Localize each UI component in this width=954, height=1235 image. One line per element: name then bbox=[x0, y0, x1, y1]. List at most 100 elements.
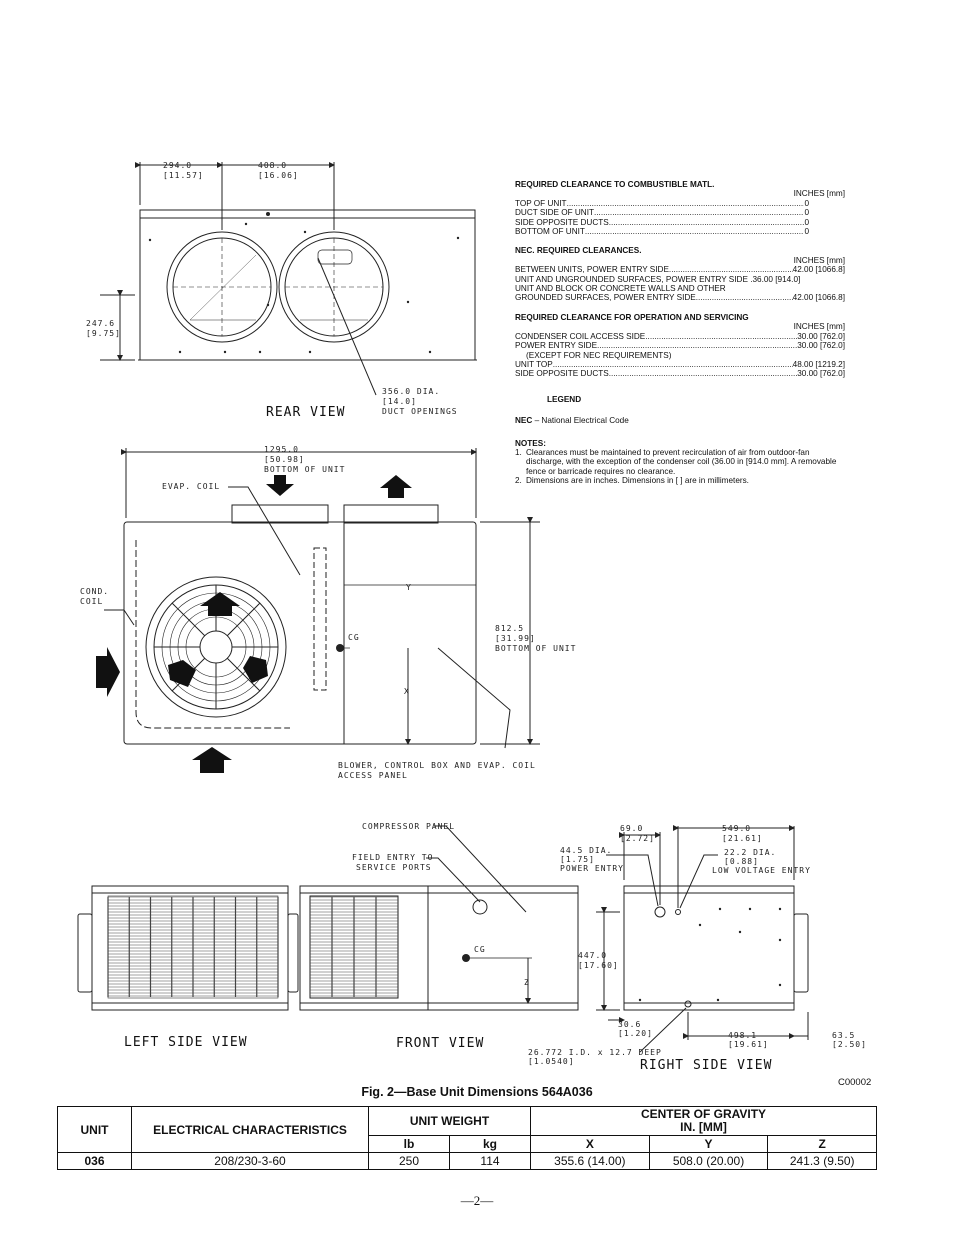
clearance-value: 0 bbox=[804, 217, 809, 227]
operation-label: SIDE OPPOSITE DUCTS bbox=[515, 369, 609, 379]
dim-445-mm: [1.75] bbox=[560, 855, 595, 864]
header-weight: UNIT WEIGHT bbox=[368, 1106, 531, 1136]
dim-498: 498.1 bbox=[728, 1031, 757, 1040]
clearance-row: BOTTOM OF UNIT0 bbox=[515, 227, 809, 236]
access-panel-label: BLOWER, CONTROL BOX AND EVAP. COIL bbox=[338, 761, 536, 770]
front-grille-lines bbox=[309, 896, 399, 997]
cell-kg: 114 bbox=[449, 1152, 531, 1170]
header-lb: lb bbox=[368, 1135, 450, 1153]
top-dim-width-note: BOTTOM OF UNIT bbox=[264, 465, 345, 474]
clearance-row: TOP OF UNIT0 bbox=[515, 199, 809, 208]
legend-entry: NEC – National Electrical Code bbox=[515, 416, 845, 425]
note-number: 1. bbox=[515, 447, 522, 457]
header-x: X bbox=[530, 1135, 650, 1153]
operation-row: SIDE OPPOSITE DUCTS 30.00 [762.0] bbox=[515, 369, 845, 378]
duct-dia-mm-label: [14.0] bbox=[382, 397, 417, 406]
table-row: 036 208/230-3-60 250 114 355.6 (14.00) 5… bbox=[57, 1152, 877, 1170]
notes-block: NOTES: 1. Clearances must be maintained … bbox=[515, 439, 845, 486]
evap-coil-label: EVAP. COIL bbox=[162, 482, 220, 491]
combustible-unit: INCHES [mm] bbox=[793, 189, 845, 199]
cg-marker-front bbox=[462, 954, 470, 962]
nec-label: BETWEEN UNITS, POWER ENTRY SIDE bbox=[515, 265, 669, 275]
dim-445: 44.5 DIA. bbox=[560, 846, 612, 855]
top-dim-height: 812.5 bbox=[495, 624, 524, 633]
dim-498-mm: [19.61] bbox=[728, 1040, 769, 1049]
top-dim-width-mm: [50.98] bbox=[264, 455, 305, 464]
left-side-view bbox=[77, 885, 299, 1011]
dim-306: 30.6 bbox=[618, 1020, 641, 1029]
clearance-label: SIDE OPPOSITE DUCTS bbox=[515, 217, 609, 227]
top-x-label: X bbox=[404, 687, 410, 696]
header-z: Z bbox=[767, 1135, 877, 1153]
top-view bbox=[104, 448, 540, 749]
figure-caption: Fig. 2—Base Unit Dimensions 564A036 bbox=[361, 1085, 593, 1099]
right-side-holes bbox=[638, 907, 782, 1002]
note-item: 1. Clearances must be maintained to prev… bbox=[515, 448, 845, 476]
header-cog-label: CENTER OF GRAVITY bbox=[640, 1107, 767, 1121]
field-entry-label-2: SERVICE PORTS bbox=[356, 863, 432, 872]
operation-row: POWER ENTRY SIDE 30.00 [762.0] bbox=[515, 341, 845, 350]
operation-label: POWER ENTRY SIDE bbox=[515, 341, 598, 351]
left-side-title: LEFT SIDE VIEW bbox=[124, 1035, 248, 1050]
dim-69-mm: [2.72] bbox=[620, 834, 655, 843]
nec-value: 42.00 [1066.8] bbox=[792, 293, 845, 303]
note-item: 2. Dimensions are in inches. Dimensions … bbox=[515, 476, 845, 485]
combustible-heading: REQUIRED CLEARANCE TO COMBUSTIBLE MATL. bbox=[515, 180, 715, 189]
dim-635: 63.5 bbox=[832, 1031, 855, 1040]
legend-definition: – National Electrical Code bbox=[532, 416, 629, 426]
rear-dim-294-mm: [11.57] bbox=[163, 171, 204, 180]
cg-marker-top bbox=[336, 644, 344, 652]
rear-dim-294: 294.0 bbox=[163, 161, 192, 170]
clearances-block: REQUIRED CLEARANCE TO COMBUSTIBLE MATL. … bbox=[515, 180, 845, 486]
operation-value: 48.00 [1219.2] bbox=[792, 359, 845, 369]
cell-unit: 036 bbox=[57, 1152, 132, 1170]
page-number: —2— bbox=[460, 1193, 494, 1208]
cell-x: 355.6 (14.00) bbox=[530, 1152, 650, 1170]
notes-heading: NOTES: bbox=[515, 438, 546, 448]
operation-value: 30.00 [762.0] bbox=[797, 369, 845, 379]
cell-electrical: 208/230-3-60 bbox=[131, 1152, 369, 1170]
operation-row: UNIT TOP 48.00 [1219.2] bbox=[515, 360, 845, 369]
compressor-panel-label: COMPRESSOR PANEL bbox=[362, 822, 455, 831]
left-grille-lines bbox=[107, 896, 279, 997]
operation-unit: INCHES [mm] bbox=[793, 322, 845, 332]
cell-y: 508.0 (20.00) bbox=[648, 1152, 769, 1170]
header-y: Y bbox=[648, 1135, 769, 1153]
operation-row: CONDENSER COIL ACCESS SIDE30.00 [762.0] bbox=[515, 332, 845, 341]
note-text: Dimensions are in inches. Dimensions in … bbox=[526, 476, 749, 486]
clearance-label: DUCT SIDE OF UNIT bbox=[515, 208, 594, 218]
note-number: 2. bbox=[515, 476, 522, 486]
right-side-view bbox=[596, 825, 809, 1053]
dimension-drawing: 294.0 [11.57] 408.0 [16.06] 247.6 [9.75]… bbox=[77, 161, 866, 1073]
rear-dim-247-mm: [9.75] bbox=[86, 329, 121, 338]
note-text: Clearances must be maintained to prevent… bbox=[526, 447, 837, 476]
top-dim-height-mm: [31.99] bbox=[495, 634, 536, 643]
dim-69: 69.0 bbox=[620, 824, 643, 833]
legend-term: NEC bbox=[515, 416, 533, 426]
header-electrical: ELECTRICAL CHARACTERISTICS bbox=[131, 1106, 369, 1153]
rear-view-holes bbox=[148, 212, 460, 354]
dim-306-mm: [1.20] bbox=[618, 1029, 653, 1038]
top-dim-width: 1295.0 bbox=[264, 445, 299, 454]
access-panel-label-2: ACCESS PANEL bbox=[338, 771, 408, 780]
nec-row-3a: UNIT AND BLOCK OR CONCRETE WALLS AND OTH… bbox=[515, 284, 726, 294]
cell-z: 241.3 (9.50) bbox=[767, 1152, 877, 1170]
clearance-row: SIDE OPPOSITE DUCTS 0 bbox=[515, 218, 809, 227]
nec-heading: NEC. REQUIRED CLEARANCES. bbox=[515, 246, 642, 256]
rear-dim-408-mm: [16.06] bbox=[258, 171, 299, 180]
field-entry-label: FIELD ENTRY TO bbox=[352, 853, 433, 862]
front-view-title: FRONT VIEW bbox=[396, 1036, 484, 1051]
nec-value: 42.00 [1066.8] bbox=[792, 265, 845, 275]
header-unit: UNIT bbox=[57, 1106, 132, 1153]
duct-openings-label: DUCT OPENINGS bbox=[382, 407, 458, 416]
figure-code: C00002 bbox=[838, 1077, 872, 1088]
header-kg: kg bbox=[449, 1135, 531, 1153]
operation-value: 30.00 [762.0] bbox=[797, 341, 845, 351]
cond-coil-label-2: COIL bbox=[80, 597, 103, 606]
operation-heading: REQUIRED CLEARANCE FOR OPERATION AND SER… bbox=[515, 312, 749, 322]
header-cog-units: IN. [MM] bbox=[680, 1120, 727, 1134]
top-y-label: Y bbox=[406, 583, 412, 592]
dim-26772-mm: [1.0540] bbox=[528, 1057, 575, 1066]
operation-label: UNIT TOP bbox=[515, 359, 553, 369]
